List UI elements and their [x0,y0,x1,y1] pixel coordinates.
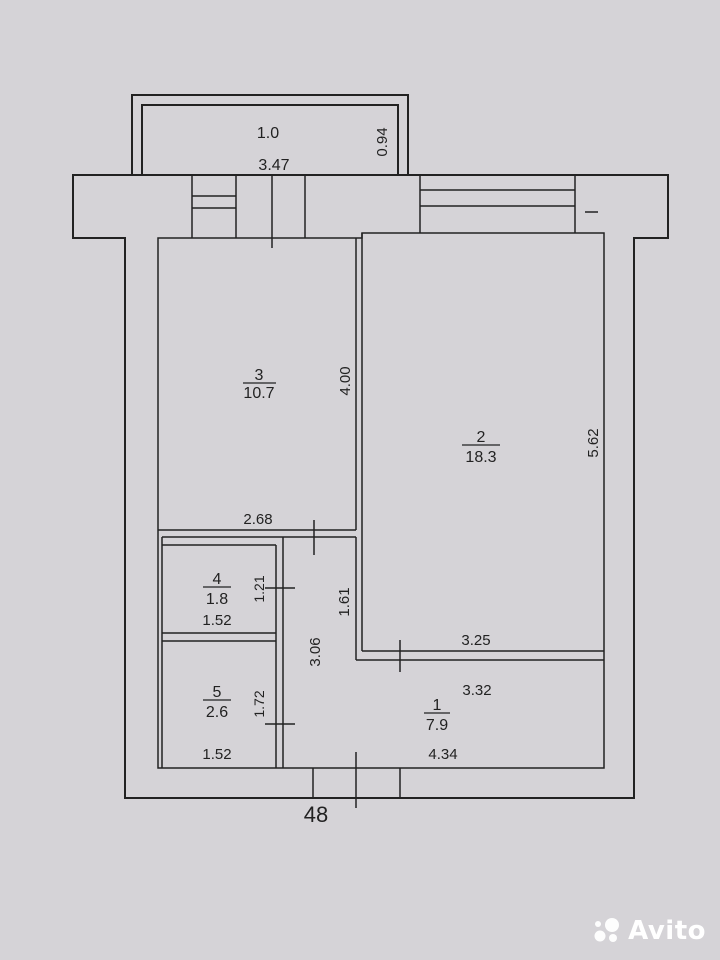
room-1-area: 7.9 [426,717,448,734]
dim-room1-width-bottom: 4.34 [428,746,457,763]
room-3-label: 3 10.7 [243,367,276,402]
dim-corridor-notch: 1.61 [336,587,353,616]
avito-logo-icon [594,918,620,942]
room-1-label: 1 7.9 [424,697,450,734]
room-5-number: 5 [213,684,222,701]
window-room2 [419,175,576,233]
interior-walls [158,175,604,768]
room-3-area: 10.7 [243,385,274,402]
dim-room4-width: 1.52 [202,612,231,629]
dim-room4-height: 1.21 [251,575,267,602]
entrance-door [312,752,401,808]
dim-corridor-depth: 3.06 [307,637,324,666]
dim-room1-width-top: 3.32 [462,682,491,699]
room-2-number: 2 [477,429,486,446]
dim-room3-depth: 4.00 [337,366,354,395]
window-balcony-door [191,175,306,238]
room-4-area: 1.8 [206,591,228,608]
room-3-number: 3 [255,367,264,384]
avito-wordmark: Avito [628,916,706,946]
dim-room2-depth: 5.62 [585,428,602,457]
room-4-label: 4 1.8 [203,571,231,608]
room-1-0-label: 1.0 [257,125,279,142]
room-4-number: 4 [213,571,222,588]
dim-room2-bottom-width: 3.25 [461,632,490,649]
dim-room5-height: 1.72 [251,690,267,717]
room-5-label: 5 2.6 [203,684,231,721]
dim-balcony-width: 3.47 [258,157,289,174]
room-1-0-number: 1.0 [257,125,279,142]
dim-balcony-depth: 0.94 [374,127,391,156]
room-2-label: 2 18.3 [462,429,500,466]
avito-watermark: Avito [592,916,706,946]
room-1-number: 1 [433,697,442,714]
room-5-area: 2.6 [206,704,228,721]
entrance-label: 48 [304,802,328,827]
dim-room3-width: 2.68 [243,511,272,528]
dim-room5-width: 1.52 [202,746,231,763]
room-2-area: 18.3 [465,449,496,466]
balcony [131,94,409,175]
